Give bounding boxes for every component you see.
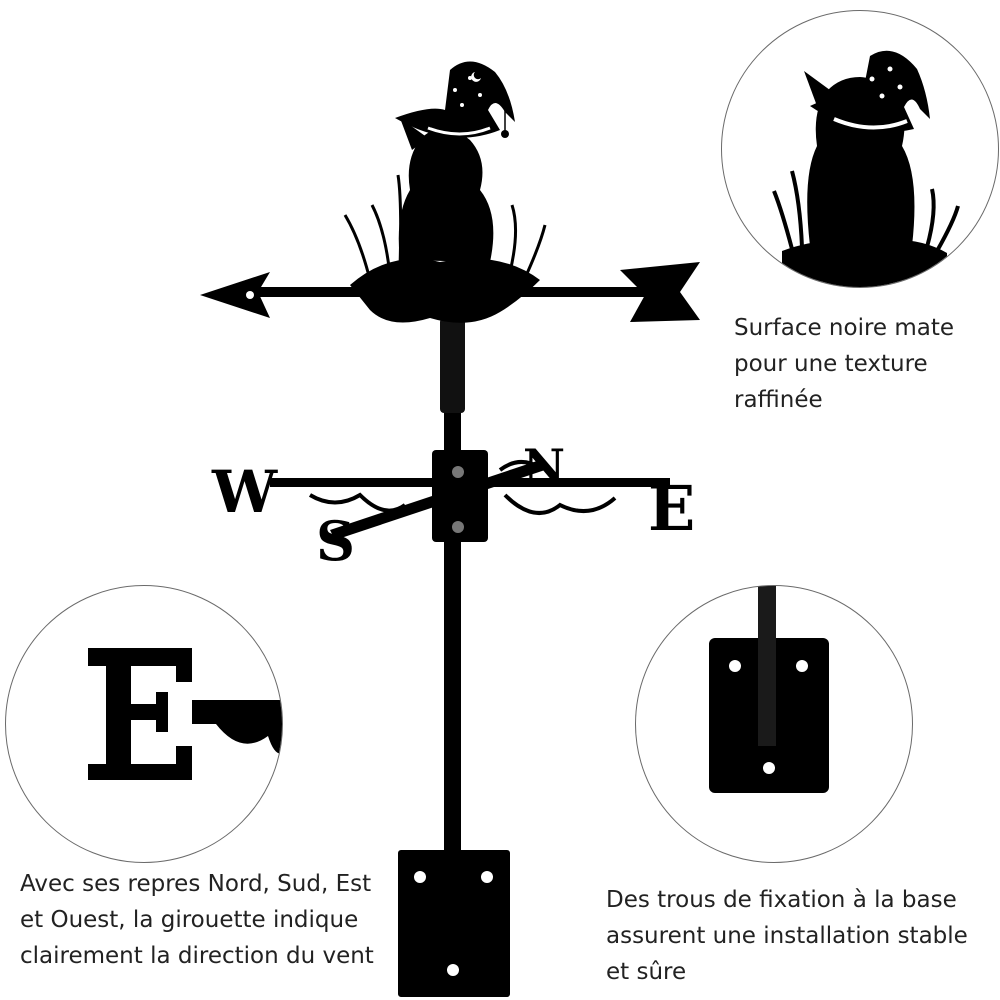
east-letter-detail-icon [88, 648, 282, 780]
letter-east: E [648, 472, 695, 545]
arrow-tail [620, 262, 700, 322]
compass-hub [432, 450, 488, 542]
caption-holes-line-1: Des trous de fixation à la base [606, 887, 957, 913]
letter-south: S [316, 509, 355, 573]
detail-circle-mounting-plate [635, 585, 913, 863]
caption-surface: Surface noire mate pour une texture raff… [734, 310, 954, 418]
cat-body [398, 128, 494, 262]
caption-surface-line-3: raffinée [734, 387, 823, 413]
detail-circle-east-letter [5, 585, 283, 863]
letter-north: N [523, 439, 565, 493]
witch-hat [395, 61, 515, 138]
letter-west: W [211, 458, 278, 526]
caption-surface-line-2: pour une texture [734, 351, 928, 377]
arrow-head [200, 272, 270, 318]
caption-surface-line-1: Surface noire mate [734, 315, 955, 341]
caption-compass-line-3: clairement la direction du vent [20, 943, 374, 969]
base-hole-top-right [481, 871, 493, 883]
caption-holes-line-3: et sûre [606, 959, 687, 985]
caption-holes: Des trous de fixation à la base assurent… [606, 882, 968, 990]
pole-collar [440, 318, 465, 413]
caption-compass-line-2: et Ouest, la girouette indique [20, 907, 359, 933]
compass-filigree [308, 460, 617, 515]
caption-compass-line-1: Avec ses repres Nord, Sud, Est [20, 871, 372, 897]
base-hole-top-left [414, 871, 426, 883]
caption-compass: Avec ses repres Nord, Sud, Est et Ouest,… [20, 866, 374, 974]
detail-circle-cat [721, 10, 999, 288]
grass-mound [350, 258, 540, 323]
base-plate [398, 850, 510, 997]
mounting-plate-detail-icon [709, 586, 829, 793]
witch-cat-detail-icon [772, 50, 960, 287]
base-hole-bottom [447, 964, 459, 976]
caption-holes-line-2: assurent une installation stable [606, 923, 968, 949]
